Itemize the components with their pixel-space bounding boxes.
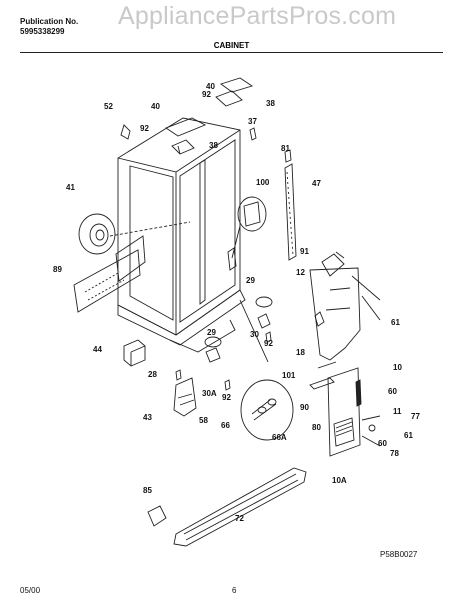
detail-circle-spring (240, 379, 294, 441)
screw-part (224, 379, 231, 391)
callout-52: 52 (104, 102, 113, 111)
callout-40: 40 (151, 102, 160, 111)
leader-line (239, 299, 269, 363)
toe-grille-part (173, 467, 307, 547)
watermark-text: AppliancePartsPros.com (118, 2, 397, 30)
callout-92-center: 92 (222, 393, 231, 402)
callout-60-upper: 60 (388, 387, 397, 396)
header-rule (20, 52, 443, 53)
corner-bracket-part (123, 339, 146, 367)
screw-part (368, 424, 376, 432)
callout-12: 12 (296, 268, 305, 277)
foot-part (147, 505, 167, 527)
rear-cover-panel (309, 361, 362, 457)
callout-78: 78 (390, 449, 399, 458)
callout-92: 92 (140, 124, 149, 133)
leader-line (361, 295, 381, 321)
callout-38-top: 38 (266, 99, 275, 108)
callout-47: 47 (312, 179, 321, 188)
shim-part (249, 127, 257, 141)
section-title: CABINET (213, 41, 250, 50)
callout-43: 43 (143, 413, 152, 422)
callout-101: 101 (282, 371, 296, 380)
callout-60-lower: 60 (378, 439, 387, 448)
detail-circle-switch (227, 196, 267, 271)
washer-part (255, 296, 273, 308)
screw-part (265, 331, 272, 343)
callout-90: 90 (300, 403, 309, 412)
cabinet-shell (117, 117, 246, 353)
callout-100: 100 (256, 178, 270, 187)
callout-40-top: 40 (206, 82, 215, 91)
publication-number: 5995338299 (20, 27, 65, 36)
screw-part (175, 369, 182, 381)
callout-41: 41 (66, 183, 75, 192)
control-panel-part (115, 235, 146, 282)
callout-92-right: 92 (264, 339, 273, 348)
circular-cover-part (78, 213, 191, 255)
callout-66A: 66A (272, 433, 287, 442)
clip-part (314, 311, 325, 327)
callout-81: 81 (281, 144, 290, 153)
callout-18: 18 (296, 348, 305, 357)
callout-91: 91 (300, 247, 309, 256)
callout-11: 11 (393, 407, 402, 416)
leader-line (361, 415, 381, 447)
callout-72: 72 (235, 514, 244, 523)
top-hinge-right (215, 77, 254, 107)
callout-61-lower: 61 (404, 431, 413, 440)
callout-28: 28 (148, 370, 157, 379)
top-hinge-left (165, 117, 207, 155)
insulation-panel-part (73, 249, 141, 313)
callout-37: 37 (248, 117, 257, 126)
callout-66: 66 (221, 421, 230, 430)
vertical-rail-part (284, 163, 297, 261)
callout-58: 58 (199, 416, 208, 425)
callout-92-top: 92 (202, 90, 211, 99)
callout-30A: 30A (202, 389, 217, 398)
callout-85: 85 (143, 486, 152, 495)
spacer-part (257, 313, 271, 329)
side-bracket-panel (309, 251, 361, 361)
washer-part (204, 336, 222, 348)
callout-77: 77 (411, 412, 420, 421)
spacer-part (205, 347, 221, 363)
callout-10A: 10A (332, 476, 347, 485)
footer-date: 05/00 (20, 586, 41, 595)
callout-89: 89 (53, 265, 62, 274)
callout-29-center: 29 (207, 328, 216, 337)
callout-10-upper: 10 (393, 363, 402, 372)
footer-page-number: 6 (232, 586, 237, 595)
callout-30-right: 30 (250, 330, 259, 339)
hinge-pin-part (120, 124, 131, 140)
callout-29-right: 29 (246, 276, 255, 285)
leader-line (351, 275, 381, 301)
callout-80: 80 (312, 423, 321, 432)
screw-part (284, 149, 292, 163)
callout-61-upper: 61 (391, 318, 400, 327)
publication-label: Publication No. (20, 17, 79, 26)
callout-38: 38 (209, 141, 218, 150)
callout-44: 44 (93, 345, 102, 354)
diagram-code: P58B0027 (380, 550, 418, 559)
bottom-hinge-part (173, 377, 197, 417)
